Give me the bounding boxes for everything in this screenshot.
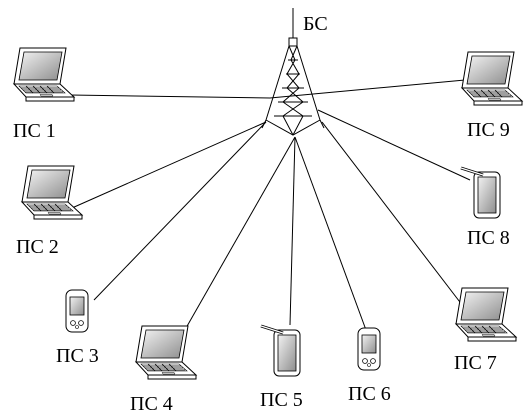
mobile-station-1-label: ПС 1 bbox=[13, 120, 56, 142]
phone-icon bbox=[357, 327, 381, 371]
base-station-label: БС bbox=[303, 13, 328, 35]
mobile-station-5-label: ПС 5 bbox=[260, 389, 303, 411]
mobile-station-2: ПС 2 bbox=[16, 165, 83, 258]
laptop-icon bbox=[455, 287, 517, 342]
mobile-station-6-label: ПС 6 bbox=[348, 383, 391, 405]
laptop-icon bbox=[461, 51, 523, 106]
pda-icon bbox=[259, 324, 302, 378]
phone-icon bbox=[65, 289, 89, 333]
mobile-station-7: ПС 7 bbox=[454, 287, 517, 374]
mobile-station-9-label: ПС 9 bbox=[467, 119, 510, 141]
radio-tower-icon bbox=[261, 8, 325, 136]
mobile-station-4: ПС 4 bbox=[130, 325, 197, 414]
laptop-icon bbox=[21, 165, 83, 220]
base-station-tower: БС bbox=[261, 8, 328, 136]
pda-icon bbox=[459, 166, 502, 220]
mobile-station-6: ПС 6 bbox=[348, 327, 391, 405]
mobile-station-3-label: ПС 3 bbox=[56, 345, 99, 367]
mobile-station-5: ПС 5 bbox=[259, 324, 303, 411]
mobile-station-7-label: ПС 7 bbox=[454, 352, 497, 374]
mobile-station-2-label: ПС 2 bbox=[16, 236, 59, 258]
mobile-station-8: ПС 8 bbox=[459, 166, 510, 249]
mobile-station-9: ПС 9 bbox=[461, 51, 523, 141]
mobile-station-1: ПС 1 bbox=[13, 47, 75, 142]
mobile-station-3: ПС 3 bbox=[56, 289, 99, 367]
radio-links bbox=[69, 79, 471, 336]
mobile-station-4-label: ПС 4 bbox=[130, 393, 173, 414]
mobile-station-8-label: ПС 8 bbox=[467, 227, 510, 249]
laptop-icon bbox=[13, 47, 75, 102]
laptop-icon bbox=[135, 325, 197, 380]
